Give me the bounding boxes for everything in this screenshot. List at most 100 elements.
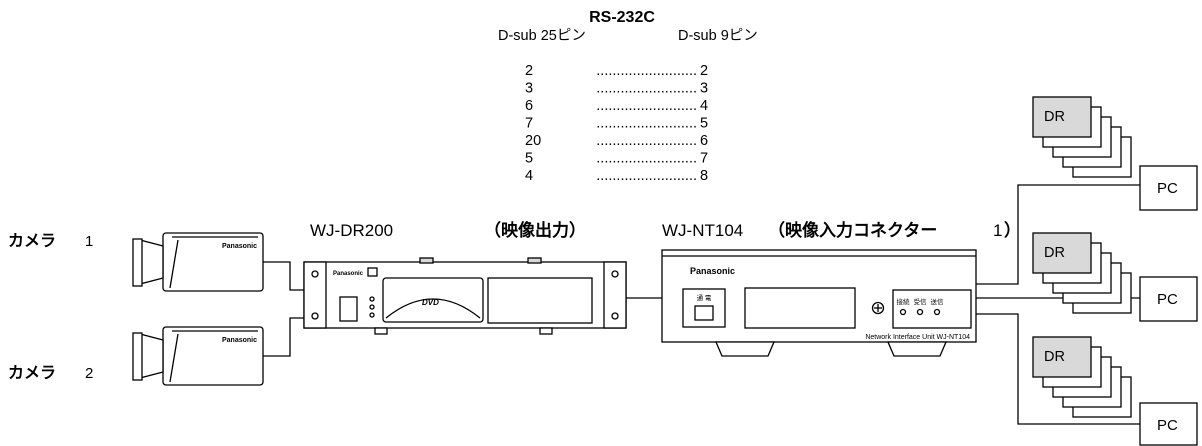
pin-leader-dots: ......................... [596, 168, 697, 184]
camera-2-cable [263, 317, 307, 357]
camera-2-icon: Panasonic [132, 326, 264, 386]
network-unit-lamp [933, 308, 941, 316]
network-unit-display-window [744, 287, 856, 329]
camera-1-lens-ring [132, 238, 143, 287]
recorder-top-clip [419, 257, 434, 264]
network-unit-lamp-panel [892, 289, 972, 329]
network-unit-lamp-label-connect: 接続 [897, 297, 911, 306]
pc-box [1139, 165, 1198, 211]
dsub25-pin: 5 [525, 151, 533, 167]
camera-1-lens [139, 239, 164, 285]
pin-leader-dots: ......................... [596, 63, 697, 79]
dr-label: DR [1044, 349, 1065, 365]
dsub9-header: D-sub 9ピン [678, 27, 758, 44]
recorder-right-ear [603, 261, 627, 329]
recorder-front-door [339, 296, 358, 322]
pc-label: PC [1157, 417, 1178, 434]
network-unit-input-number: 1 [993, 221, 1002, 240]
camera-2-edge [169, 333, 179, 383]
network-unit-power-switch [694, 305, 714, 321]
pin-leader-dots: ......................... [596, 133, 697, 149]
dsub9-pin: 4 [700, 98, 708, 114]
recorder-icon: Panasonic DVD [303, 257, 627, 335]
network-cable-3 [976, 313, 1140, 425]
camera-2-lens-ring [132, 332, 143, 381]
dsub25-pin: 2 [525, 63, 533, 79]
dsub25-pin: 4 [525, 168, 533, 184]
client-group-2: DR PC [1032, 232, 1198, 322]
camera-2-number: 2 [85, 365, 93, 382]
network-unit-input-close: ） [1004, 220, 1021, 240]
network-cable-1 [976, 184, 1140, 285]
network-unit-model-label: WJ-NT104 [662, 221, 743, 240]
network-unit-brand: Panasonic [690, 266, 735, 276]
camera-2-lens [139, 333, 164, 379]
recorder-screw [611, 312, 619, 320]
pc-box [1139, 402, 1198, 446]
recorder-disc-tray [385, 298, 481, 319]
pin-map-row: 5.........................7 [525, 151, 708, 167]
network-unit-power-label: 通 電 [697, 293, 712, 302]
network-unit-foot [887, 341, 947, 357]
pc-box [1139, 276, 1198, 322]
dr-card [1032, 336, 1092, 378]
network-unit-lamp [899, 308, 907, 316]
camera-1-number: 1 [85, 233, 93, 250]
recorder-output-label: （映像出力） [484, 220, 586, 240]
dr-card [1032, 96, 1092, 138]
rs232c-table: RS-232C D-sub 25ピン D-sub 9ピン 2..........… [498, 9, 758, 184]
pin-leader-dots: ......................... [596, 116, 697, 132]
pc-label: PC [1157, 291, 1178, 308]
camera-2-label-text: カメラ [8, 364, 56, 382]
recorder-screw [311, 312, 319, 320]
camera-2-brand: Panasonic [222, 337, 257, 344]
dsub9-pin: 2 [700, 63, 708, 79]
camera-1-label-text: カメラ [8, 232, 56, 250]
pin-leader-dots: ......................... [596, 81, 697, 97]
pin-map-row: 3.........................3 [525, 81, 708, 97]
dsub9-pin: 8 [700, 168, 708, 184]
dr-label: DR [1044, 109, 1065, 125]
pin-map-row: 2.........................2 [525, 63, 708, 79]
recorder-indicator [369, 312, 375, 318]
camera-1-brand: Panasonic [222, 243, 257, 250]
dsub25-pin: 6 [525, 98, 533, 114]
recorder-top-clip [527, 257, 542, 264]
client-group-3: DR PC [1032, 336, 1198, 446]
pin-leader-dots: ......................... [596, 98, 697, 114]
dsub9-pin: 5 [700, 116, 708, 132]
dsub9-pin: 7 [700, 151, 708, 167]
recorder-indicator [369, 296, 375, 302]
camera-1-label: カメラ 1 [8, 232, 93, 250]
network-unit-icon: Panasonic 通 電 接続 受信 送信 Network Interface… [661, 249, 977, 357]
camera-1-edge [169, 239, 179, 289]
recorder-second-bay [487, 277, 593, 324]
recorder-brand: Panasonic [333, 271, 364, 277]
pin-leader-dots: ......................... [596, 151, 697, 167]
dr-label: DR [1044, 245, 1065, 261]
network-unit-lamp [916, 308, 924, 316]
recorder-power-button [367, 267, 378, 277]
dr-card [1032, 232, 1092, 274]
camera-1-icon: Panasonic [132, 232, 264, 292]
dsub25-pin: 7 [525, 116, 533, 132]
pin-map-row: 20.........................6 [525, 133, 708, 149]
recorder-screw [311, 270, 319, 278]
client-group-1: DR PC [1032, 96, 1198, 211]
dsub25-pin: 20 [525, 133, 541, 149]
recorder-disc-bay [382, 277, 484, 323]
dsub9-pin: 6 [700, 133, 708, 149]
pin-map: 2.........................23............… [525, 63, 708, 184]
network-unit-foot [715, 341, 775, 357]
network-unit-lamp-label-receive: 受信 [914, 297, 928, 306]
pc-label: PC [1157, 180, 1178, 197]
recorder-disc-logo: DVD [422, 298, 439, 307]
dsub9-pin: 3 [700, 81, 708, 97]
camera-1-cable [263, 261, 307, 291]
pin-map-row: 4.........................8 [525, 168, 708, 184]
dsub25-pin: 3 [525, 81, 533, 97]
network-unit-footer: Network Interface Unit WJ-NT104 [865, 334, 970, 341]
recorder-foot [539, 327, 553, 335]
recorder-foot [374, 327, 388, 335]
